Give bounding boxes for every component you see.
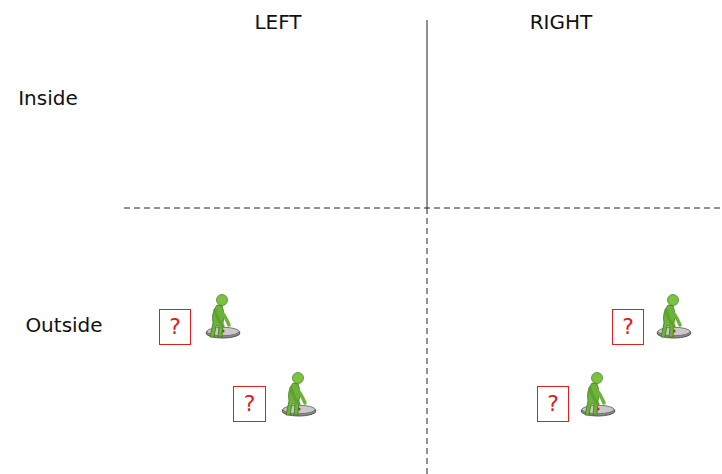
axis-label: Outside <box>25 313 102 337</box>
question-box: ? <box>159 309 191 345</box>
question-mark: ? <box>622 315 634 339</box>
question-mark: ? <box>547 392 559 416</box>
worker-icon <box>581 373 615 417</box>
question-box: ? <box>233 386 266 422</box>
axis-label: LEFT <box>254 10 301 34</box>
axis-label: RIGHT <box>530 10 593 34</box>
question-box: ? <box>537 386 569 422</box>
question-mark: ? <box>244 392 256 416</box>
question-box: ? <box>612 309 644 345</box>
worker-icon <box>282 373 316 417</box>
worker-icon <box>657 295 691 339</box>
axis-label: Inside <box>18 86 78 110</box>
worker-icon <box>206 295 240 339</box>
question-mark: ? <box>169 315 181 339</box>
